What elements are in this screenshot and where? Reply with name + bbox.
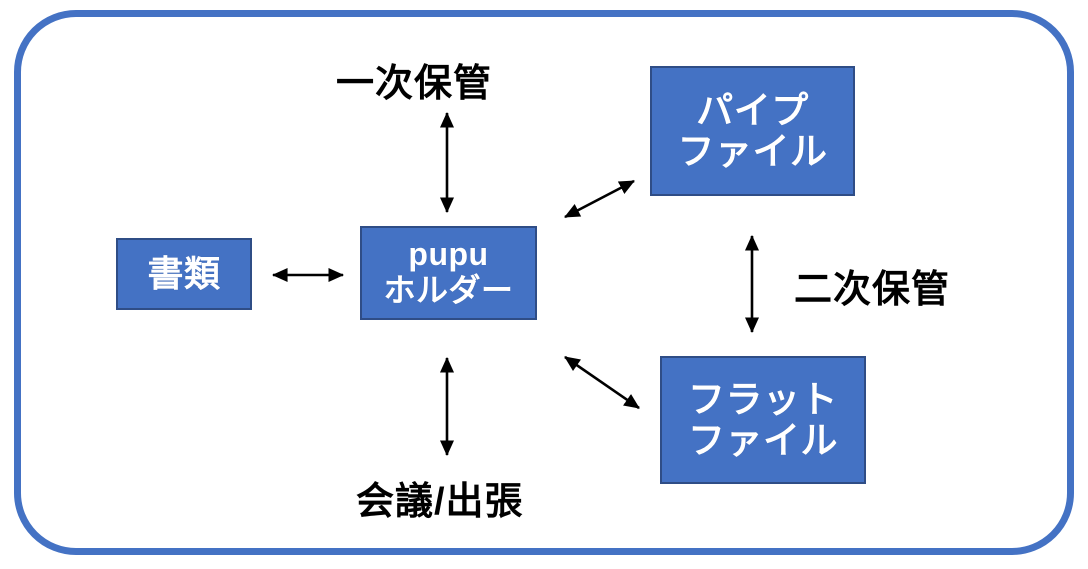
caption-secondary-storage: 二次保管 — [794, 269, 951, 311]
node-flat-line1: フラット — [688, 378, 838, 420]
caption-meeting-trip: 会議/出張 — [356, 481, 524, 523]
node-pupu-holder[interactable]: pupu ホルダー — [360, 226, 537, 320]
node-pipe-line2: ファイル — [677, 131, 828, 172]
node-pipe-file[interactable]: パイプ ファイル — [650, 66, 855, 196]
rounded-border-frame — [14, 10, 1074, 555]
node-pipe-line1: パイプ — [696, 89, 809, 131]
node-shorui-line1: 書類 — [147, 252, 221, 294]
node-flat-line2: ファイル — [688, 420, 838, 461]
caption-primary-storage: 一次保管 — [336, 63, 493, 105]
node-pupu-line2: ホルダー — [383, 272, 514, 308]
node-shorui[interactable]: 書類 — [116, 238, 252, 310]
node-flat-file[interactable]: フラット ファイル — [660, 356, 866, 484]
node-pupu-line1: pupu — [408, 236, 489, 273]
